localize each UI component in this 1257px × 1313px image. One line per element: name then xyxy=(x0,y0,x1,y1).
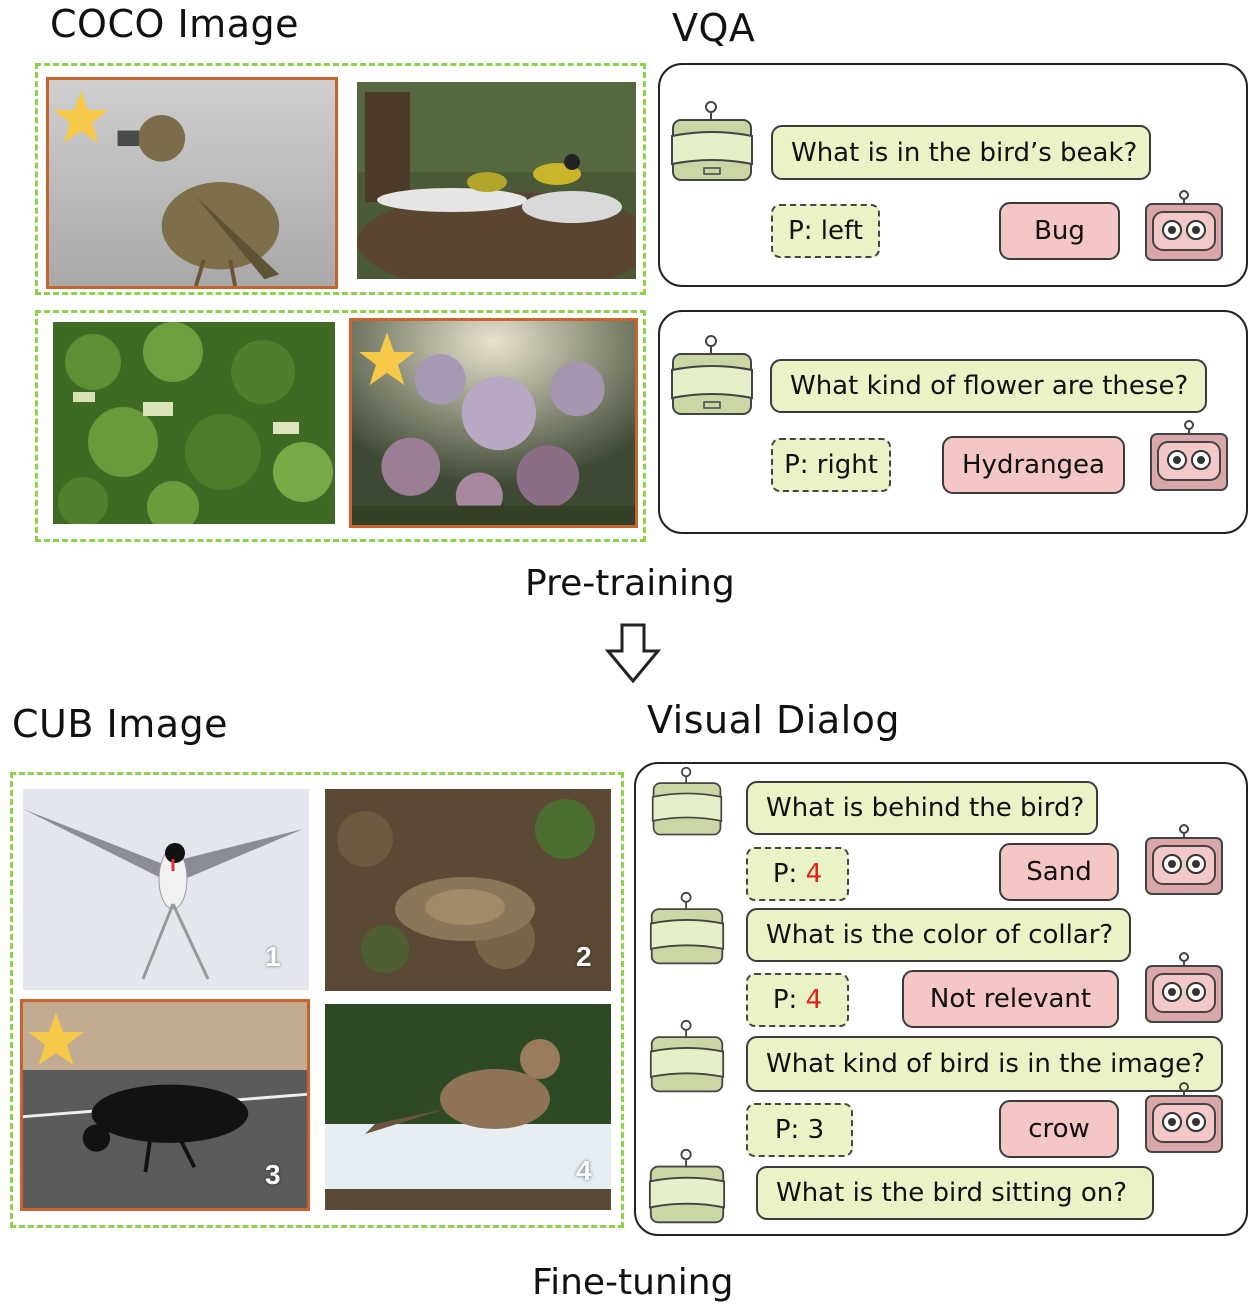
coco-photo-birds-on-plate xyxy=(357,82,636,279)
question-text: What is the bird sitting on? xyxy=(776,1178,1128,1208)
coco-photo-broccoli xyxy=(53,322,335,524)
answer-bubble: Sand xyxy=(999,843,1119,901)
vqa-dialog-panel-2 xyxy=(658,310,1248,534)
cub-image-group xyxy=(10,772,624,1228)
answerer-robot-icon xyxy=(1143,1080,1225,1158)
star-icon xyxy=(53,90,109,144)
position-label: P: right xyxy=(771,438,891,492)
answer-text: Not relevant xyxy=(929,984,1092,1014)
question-text: What is in the bird’s beak? xyxy=(791,137,1138,168)
cub-photo-2-nightjar xyxy=(325,789,611,991)
image-number: 4 xyxy=(576,1155,592,1186)
questioner-robot-icon xyxy=(668,100,756,184)
cub-image-title: CUB Image xyxy=(12,702,229,746)
cub-photo-1-tern xyxy=(23,789,309,990)
questioner-robot-icon xyxy=(646,766,728,838)
question-text: What kind of bird is in the image? xyxy=(766,1049,1205,1079)
answerer-robot-icon xyxy=(1143,950,1225,1028)
position-text: P: 4 xyxy=(772,859,823,889)
coco-image-group-2 xyxy=(35,310,646,542)
answerer-robot-icon xyxy=(1148,420,1230,494)
questioner-robot-icon xyxy=(646,1148,728,1226)
question-text: What kind of flower are these? xyxy=(790,371,1189,401)
coco-image-group-1 xyxy=(35,63,646,295)
star-icon xyxy=(28,1012,84,1066)
answerer-robot-icon xyxy=(1143,822,1225,900)
questioner-robot-icon xyxy=(646,891,728,967)
image-number: 2 xyxy=(576,941,592,972)
position-label: P: 4 xyxy=(746,847,849,901)
down-arrow-icon xyxy=(605,623,661,684)
question-bubble: What kind of flower are these? xyxy=(770,359,1207,413)
answer-text: Bug xyxy=(1034,216,1085,246)
answer-bubble: Bug xyxy=(999,202,1120,260)
question-bubble: What is in the bird’s beak? xyxy=(771,125,1151,180)
coco-image-title: COCO Image xyxy=(50,2,299,46)
question-text: What is the color of collar? xyxy=(766,920,1114,950)
position-text: P: 3 xyxy=(774,1115,825,1145)
position-label: P: 4 xyxy=(746,973,849,1027)
answer-bubble: Hydrangea xyxy=(942,436,1125,494)
cub-photo-4-sparrow xyxy=(325,1004,611,1210)
questioner-robot-icon xyxy=(646,1019,728,1095)
question-bubble: What is the color of collar? xyxy=(746,908,1131,962)
pre-training-label: Pre-training xyxy=(525,563,735,604)
position-text: P: 4 xyxy=(772,985,823,1015)
answer-bubble: Not relevant xyxy=(902,970,1119,1028)
question-bubble: What kind of bird is in the image? xyxy=(746,1036,1223,1092)
answer-text: crow xyxy=(1028,1114,1090,1144)
coco-photo-bird-with-bug xyxy=(46,77,338,289)
answerer-robot-icon xyxy=(1143,190,1225,264)
image-number: 1 xyxy=(265,941,281,972)
position-text: P: right xyxy=(784,450,878,480)
position-label: P: 3 xyxy=(746,1103,853,1157)
answer-bubble: crow xyxy=(999,1100,1119,1158)
vqa-title: VQA xyxy=(672,6,756,50)
question-bubble: What is behind the bird? xyxy=(746,781,1098,835)
questioner-robot-icon xyxy=(668,334,756,418)
position-text: P: left xyxy=(788,216,863,246)
answer-text: Hydrangea xyxy=(962,450,1105,480)
visual-dialog-title: Visual Dialog xyxy=(647,698,901,742)
star-icon xyxy=(359,332,415,386)
image-number: 3 xyxy=(265,1159,281,1190)
fine-tuning-label: Fine-tuning xyxy=(532,1262,734,1303)
position-label: P: left xyxy=(771,204,880,258)
question-bubble: What is the bird sitting on? xyxy=(756,1166,1154,1220)
answer-text: Sand xyxy=(1026,857,1092,887)
question-text: What is behind the bird? xyxy=(766,793,1085,823)
